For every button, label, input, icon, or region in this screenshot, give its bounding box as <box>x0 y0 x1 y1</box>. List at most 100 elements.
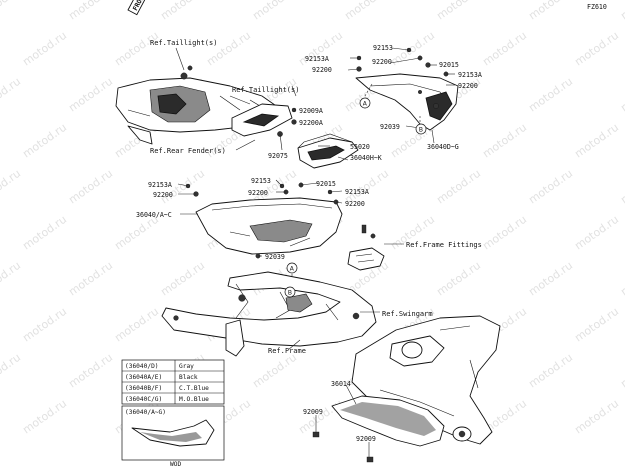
color-row-3-code: (36040C/G) <box>125 396 162 403</box>
chain-cover <box>331 395 445 447</box>
part-label-92039-mid: 92039 <box>265 253 285 261</box>
watermark-text-48: motod.ru <box>0 259 23 299</box>
watermark-text-39: motod.ru <box>618 167 625 207</box>
part-label-92009-a: 92009 <box>303 408 323 416</box>
ref-frame-fittings-callout: Ref.Frame Fittings <box>406 241 482 249</box>
part-label-92200a: 92200A <box>299 119 323 127</box>
color-table: (36040/D) Gray (36040A/E) Black (36040B/… <box>121 359 225 405</box>
watermark-text-64: motod.ru <box>0 351 23 391</box>
circle-marker-b2: B <box>284 286 296 298</box>
watermark-text-16: motod.ru <box>0 75 23 115</box>
watermark-text-56: motod.ru <box>20 305 69 345</box>
watermark-text-23: motod.ru <box>618 75 625 115</box>
part-label-92153a-left: 92153A <box>148 181 172 189</box>
part-label-92153a-mid: 92153A <box>345 188 369 196</box>
watermark-text-32: motod.ru <box>0 167 23 207</box>
side-cover-left <box>195 197 343 255</box>
ref-taillight-callout-1: Ref.Taillight(s) <box>150 39 217 47</box>
frame <box>161 271 377 357</box>
watermark-text-24: motod.ru <box>20 121 69 161</box>
part-label-36014: 36014 <box>331 380 351 388</box>
watermark-text-17: motod.ru <box>66 75 115 115</box>
part-label-92200-mid: 92200 <box>248 189 268 197</box>
frame-fittings-bracket <box>347 233 385 271</box>
watermark-text-10: motod.ru <box>204 29 253 69</box>
circle-marker-a2: A <box>286 262 298 274</box>
part-label-92153a-right: 92153A <box>458 71 482 79</box>
watermark-text-30: motod.ru <box>572 121 621 161</box>
circle-marker-b1: B <box>415 123 427 135</box>
part-label-36040dg: 36040D~G <box>427 143 459 151</box>
color-row-2-code: (36040B/F) <box>125 385 162 392</box>
part-label-92200-top: 92200 <box>312 66 332 74</box>
part-label-92153-top: 92153 <box>373 44 393 52</box>
watermark-text-13: motod.ru <box>480 29 529 69</box>
part-label-92009-b: 92009 <box>356 435 376 443</box>
watermark-text-45: motod.ru <box>480 213 529 253</box>
watermark-text-62: motod.ru <box>572 305 621 345</box>
part-label-92200-mid2: 92200 <box>345 200 365 208</box>
figure-code: FZ610 <box>587 3 607 11</box>
part-label-92153-mid: 92153 <box>251 177 271 185</box>
watermark-text-7: motod.ru <box>618 0 625 22</box>
center-seat-cover <box>297 133 359 169</box>
watermark-text-46: motod.ru <box>572 213 621 253</box>
watermark-text-65: motod.ru <box>66 351 115 391</box>
watermark-text-1: motod.ru <box>66 0 115 22</box>
circle-marker-a2-label: A <box>290 265 295 272</box>
watermark-text-9: motod.ru <box>112 29 161 69</box>
circle-marker-b2-label: B <box>288 289 292 296</box>
part-label-92039-top: 92039 <box>380 123 400 131</box>
inset-box: (36040/A~G) WOD <box>121 405 225 468</box>
watermark-text-71: motod.ru <box>618 351 625 391</box>
leader-lines <box>175 47 455 457</box>
front-arrow-icon: FRONT <box>127 0 155 16</box>
watermark-text-3: motod.ru <box>250 0 299 22</box>
watermark-text-14: motod.ru <box>572 29 621 69</box>
color-row-2-color: C.T.Blue <box>179 385 209 392</box>
watermark-text-67: motod.ru <box>250 351 299 391</box>
watermark-text-72: motod.ru <box>20 397 69 437</box>
watermark-text-55: motod.ru <box>618 259 625 299</box>
watermark-text-5: motod.ru <box>434 0 483 22</box>
part-label-92015-top: 92015 <box>439 61 459 69</box>
inset-title: (36040/A~G) <box>125 409 166 416</box>
ref-taillight-callout-2: Ref.Taillight(s) <box>232 86 299 94</box>
watermark-text-4: motod.ru <box>342 0 391 22</box>
watermark-text-50: motod.ru <box>158 259 207 299</box>
part-label-55020: 55020 <box>350 143 370 151</box>
watermark-text-29: motod.ru <box>480 121 529 161</box>
swingarm <box>351 315 501 445</box>
watermark-text-53: motod.ru <box>434 259 483 299</box>
color-row-1-color: Black <box>179 374 198 381</box>
watermark-text-57: motod.ru <box>112 305 161 345</box>
part-label-92200-left: 92200 <box>153 191 173 199</box>
watermark-text-75: motod.ru <box>296 397 345 437</box>
watermark-text-0: motod.ru <box>0 0 23 22</box>
part-label-92153a-top: 92153A <box>305 55 329 63</box>
circle-marker-b1-label: B <box>419 126 423 133</box>
watermark-text-38: motod.ru <box>526 167 575 207</box>
color-row-0-code: (36040/D) <box>125 363 159 370</box>
part-label-92200-top2: 92200 <box>372 58 392 66</box>
color-row-3-color: M.O.Blue <box>179 396 209 403</box>
rear-fender-assembly <box>115 65 293 145</box>
watermark-text-37: motod.ru <box>434 167 483 207</box>
color-row-1-code: (36040A/E) <box>125 374 162 381</box>
part-label-92009a: 92009A <box>299 107 323 115</box>
ref-rear-fender-callout: Ref.Rear Fender(s) <box>150 147 226 155</box>
color-row-0-color: Gray <box>179 363 194 370</box>
circle-marker-a1-label: A <box>363 100 368 107</box>
part-label-92075: 92075 <box>268 152 288 160</box>
watermark-text-6: motod.ru <box>526 0 575 22</box>
watermark-text-40: motod.ru <box>20 213 69 253</box>
watermark-text-54: motod.ru <box>526 259 575 299</box>
part-label-92015-mid: 92015 <box>316 180 336 188</box>
part-label-92200-right: 92200 <box>458 82 478 90</box>
inset-caption: WOD <box>170 461 181 468</box>
seat-cover-right <box>355 73 459 131</box>
watermark-text-78: motod.ru <box>572 397 621 437</box>
ref-frame-callout: Ref.Frame <box>268 347 306 355</box>
watermark-text-22: motod.ru <box>526 75 575 115</box>
